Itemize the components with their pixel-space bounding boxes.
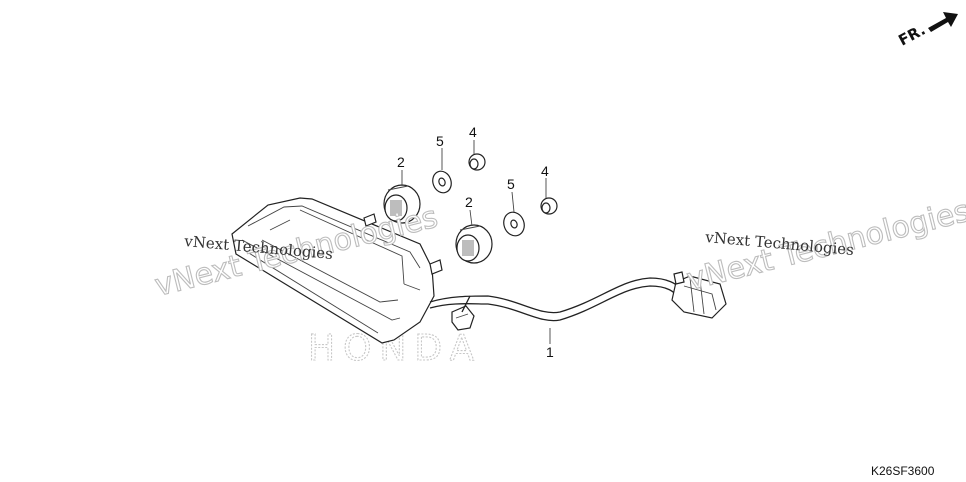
callout-part-2-upper: 2 <box>397 154 405 170</box>
front-direction-indicator: FR. <box>895 12 958 50</box>
callouts: 1 2 2 4 4 5 5 <box>397 124 554 360</box>
nut-part-4-upper <box>468 153 486 171</box>
nut-part-4-lower <box>540 197 558 215</box>
watermark-right: vNext Technologies vNext Technologies <box>683 193 966 298</box>
front-label: FR. <box>895 21 928 50</box>
diagram-code: K26SF3600 <box>871 464 935 478</box>
washer-part-5-upper <box>432 170 452 194</box>
wire-harness <box>429 271 727 322</box>
taillight-assembly <box>231 197 475 344</box>
grommet-part-2-upper <box>383 184 421 224</box>
callout-part-5-lower: 5 <box>507 176 515 192</box>
callout-part-1: 1 <box>546 344 554 360</box>
callout-part-2-lower: 2 <box>465 194 473 210</box>
callout-part-4-lower: 4 <box>541 163 549 179</box>
grommet-part-2-lower <box>455 224 493 264</box>
front-arrow-icon <box>928 12 958 32</box>
callout-part-4-upper: 4 <box>469 124 477 140</box>
callout-part-5-upper: 5 <box>436 133 444 149</box>
washer-part-5-lower <box>503 211 525 237</box>
leader-lines <box>401 140 551 344</box>
